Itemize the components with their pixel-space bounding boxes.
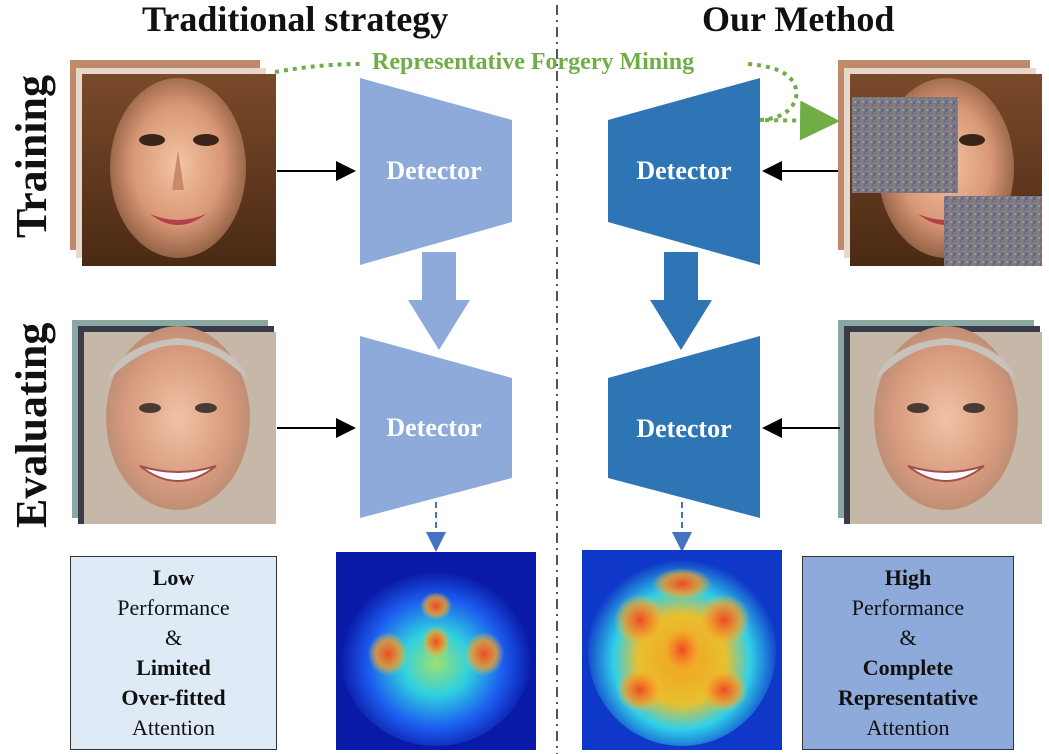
result-right-line3: & [899, 623, 916, 653]
attention-heatmap-left [336, 552, 536, 750]
result-right-line6: Attention [866, 713, 949, 743]
result-box-right: High Performance & Complete Representati… [802, 556, 1014, 750]
result-left-line2: Performance [117, 593, 229, 623]
result-left-line6: Attention [132, 713, 215, 743]
detector-label-right-training: Detector [604, 156, 764, 186]
down-arrow-left [408, 252, 470, 350]
representative-forgery-mining-label: Representative Forgery Mining [372, 49, 694, 76]
training-face-image-left [70, 60, 276, 266]
result-left-line5: Over-fitted [121, 683, 225, 713]
result-box-left: Low Performance & Limited Over-fitted At… [70, 556, 277, 750]
training-masked-face-image-right [838, 60, 1042, 266]
evaluating-face-image-left [72, 320, 276, 524]
detector-label-right-evaluating: Detector [604, 414, 764, 444]
detector-label-left-evaluating: Detector [354, 413, 514, 443]
result-left-line1: Low [153, 563, 195, 593]
result-right-line2: Performance [852, 593, 964, 623]
result-right-line4: Complete [863, 653, 953, 683]
result-right-line5: Representative [838, 683, 978, 713]
result-left-line3: & [165, 623, 182, 653]
evaluating-face-image-right [838, 320, 1042, 524]
down-arrow-right [650, 252, 712, 350]
attention-heatmap-right [582, 550, 782, 750]
detector-label-left-training: Detector [354, 156, 514, 186]
result-left-line4: Limited [136, 653, 211, 683]
result-right-line1: High [885, 563, 931, 593]
